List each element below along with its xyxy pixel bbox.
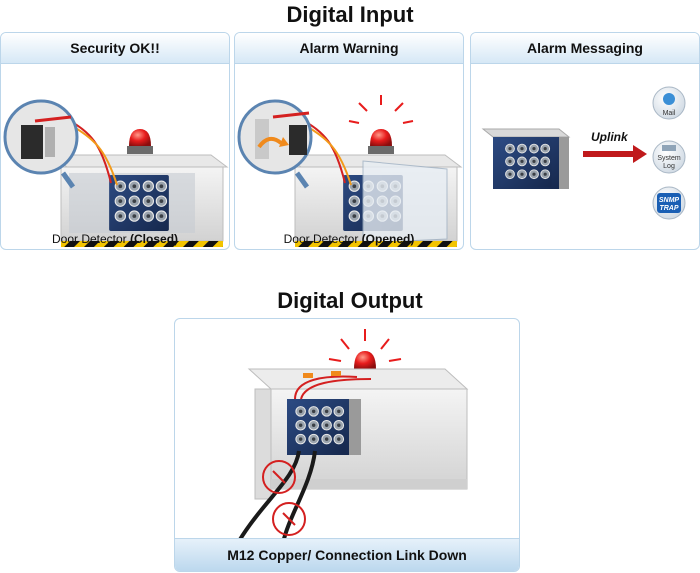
caption-state: (Closed) [130, 232, 179, 246]
uplink-label: Uplink [591, 130, 629, 144]
system-log-label-line1: System [657, 155, 681, 162]
industrial-switch-icon [287, 399, 361, 455]
caption-door-closed: Door Detector (Closed) [1, 232, 229, 246]
mail-label: Mail [663, 110, 676, 117]
uplink-arrow-icon [583, 145, 647, 163]
snmp-label-line1: SNMP [659, 197, 680, 204]
digital-output-title: Digital Output [277, 288, 423, 313]
panel-heading-alarm-messaging: Alarm Messaging [471, 33, 699, 64]
alarm-beacon-icon [127, 129, 153, 154]
panel-heading-security-ok: Security OK!! [1, 33, 229, 64]
panel-alarm-messaging: Alarm Messaging Uplink Mail System Log [470, 32, 700, 250]
snmp-label-line2: TRAP [659, 205, 678, 212]
security-ok-illustration [3, 99, 229, 247]
link-down-marker-icon [262, 460, 296, 494]
cabinet-icon [49, 154, 229, 247]
caption-state: (Opened) [361, 232, 415, 246]
panel-digital-output: M12 Copper/ Connection Link Down [174, 318, 520, 572]
system-log-icon: System Log [652, 140, 686, 174]
digital-input-title: Digital Input [286, 2, 414, 27]
alarm-warning-illustration [237, 95, 463, 247]
caption-door-opened: Door Detector (Opened) [235, 232, 463, 246]
alarm-messaging-illustration: Uplink Mail System Log SNMP TRAP [481, 86, 686, 220]
link-down-marker-icon [272, 502, 306, 536]
panel-security-ok: Security OK!! Door Detector (Closed) [0, 32, 230, 250]
door-sensor-zoom-icon [3, 99, 79, 189]
mail-icon: Mail [652, 86, 686, 120]
alarm-beacon-on-icon [348, 95, 414, 154]
digital-output-footer: M12 Copper/ Connection Link Down [175, 538, 519, 571]
system-log-label-line2: Log [663, 163, 675, 170]
cabinet-open-icon [283, 154, 463, 247]
snmp-trap-icon: SNMP TRAP [652, 186, 686, 220]
industrial-switch-icon [481, 128, 571, 189]
door-sensor-open-zoom-icon [237, 99, 313, 189]
caption-prefix: Door Detector [283, 232, 362, 246]
caption-prefix: Door Detector [51, 232, 131, 246]
panel-alarm-warning: Alarm Warning [234, 32, 464, 250]
panel-heading-alarm-warning: Alarm Warning [235, 33, 463, 64]
digital-output-illustration [237, 329, 469, 544]
